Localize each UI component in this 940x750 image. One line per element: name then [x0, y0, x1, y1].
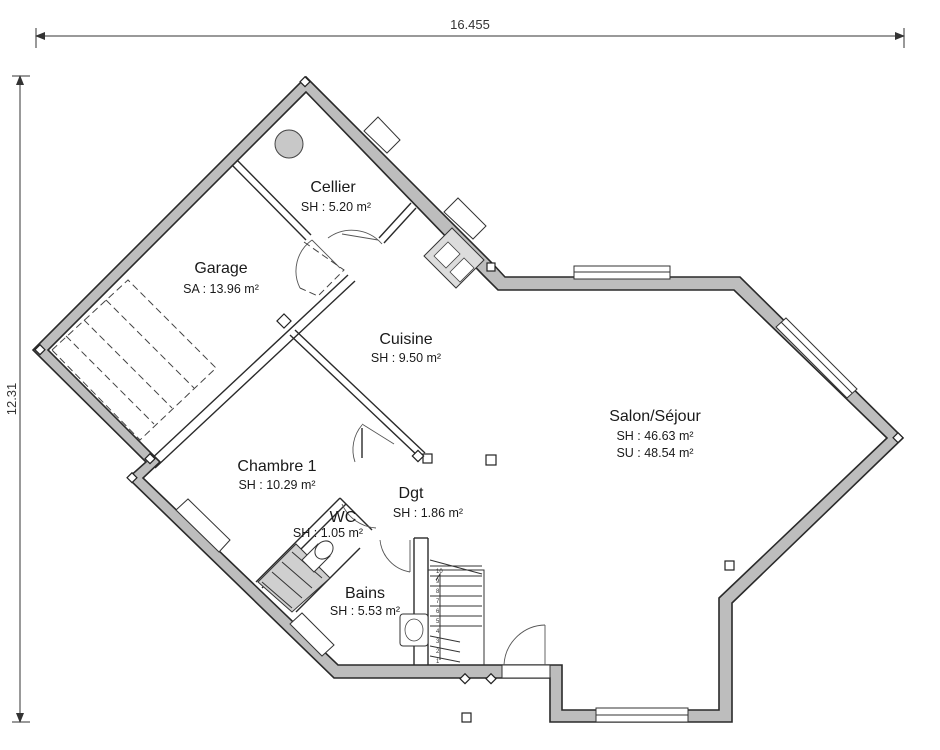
stair-tread [429, 635, 461, 643]
height-dimension: 12.31 [4, 75, 30, 723]
stair-direction-arrow [435, 572, 441, 660]
room-wc: WC SH : 1.05 m² [293, 509, 363, 540]
room-wc-area: SH : 1.05 m² [293, 526, 363, 540]
stair-tread [429, 655, 461, 663]
windows [175, 116, 858, 723]
room-dgt: Dgt SH : 1.86 m² [393, 485, 463, 520]
room-salon-area2: SU : 48.54 m² [616, 446, 693, 460]
room-salon-area: SH : 46.63 m² [616, 429, 693, 443]
kitchen-sink-icon [423, 227, 485, 289]
room-garage-area: SA : 13.96 m² [183, 282, 259, 296]
stair-step-number: 1 [436, 659, 440, 665]
room-salon-name: Salon/Séjour [609, 408, 701, 425]
room-chambre1-name: Chambre 1 [237, 458, 316, 475]
room-garage-name: Garage [194, 260, 247, 277]
room-cellier-area: SH : 5.20 m² [301, 200, 371, 214]
stair-step-number: 4 [436, 629, 440, 635]
toilet-icon [301, 540, 334, 573]
stair-step-number: 2 [436, 649, 440, 655]
washbasin-icon [399, 613, 429, 647]
stair-step-number: 9 [436, 579, 440, 585]
room-chambre1: Chambre 1 SH : 10.29 m² [237, 458, 316, 492]
room-garage: Garage SA : 13.96 m² [183, 260, 259, 296]
boiler-icon [274, 129, 304, 159]
room-bains-area: SH : 5.53 m² [330, 604, 400, 618]
structural-posts [34, 75, 904, 723]
stair-step-number: 7 [436, 599, 440, 605]
room-chambre1-area: SH : 10.29 m² [238, 478, 315, 492]
stair-step-number: 5 [436, 619, 440, 625]
room-bains-name: Bains [345, 585, 385, 602]
stair-step-number: 6 [436, 609, 440, 615]
stair-step-number: 8 [436, 589, 440, 595]
room-cuisine: Cuisine SH : 9.50 m² [371, 331, 441, 365]
room-cuisine-area: SH : 9.50 m² [371, 351, 441, 365]
garage-car-space [51, 279, 217, 441]
stair-step-number: 3 [436, 639, 440, 645]
room-dgt-area: SH : 1.86 m² [393, 506, 463, 520]
width-dimension-label: 16.455 [450, 17, 490, 32]
stair-step-number: 10 [436, 569, 443, 575]
room-wc-name: WC [330, 509, 357, 526]
room-cellier-name: Cellier [310, 179, 356, 196]
room-cuisine-name: Cuisine [379, 331, 432, 348]
doors [295, 229, 546, 666]
room-bains: Bains SH : 5.53 m² [330, 585, 400, 618]
height-dimension-label: 12.31 [4, 383, 19, 416]
width-dimension: 16.455 [35, 17, 905, 48]
room-dgt-name: Dgt [399, 485, 424, 502]
room-salon: Salon/Séjour SH : 46.63 m² SU : 48.54 m² [609, 408, 701, 460]
staircase: 10 9 8 7 6 5 4 3 2 1 [429, 559, 483, 665]
stair-tread [429, 645, 461, 653]
room-cellier: Cellier SH : 5.20 m² [301, 179, 371, 214]
